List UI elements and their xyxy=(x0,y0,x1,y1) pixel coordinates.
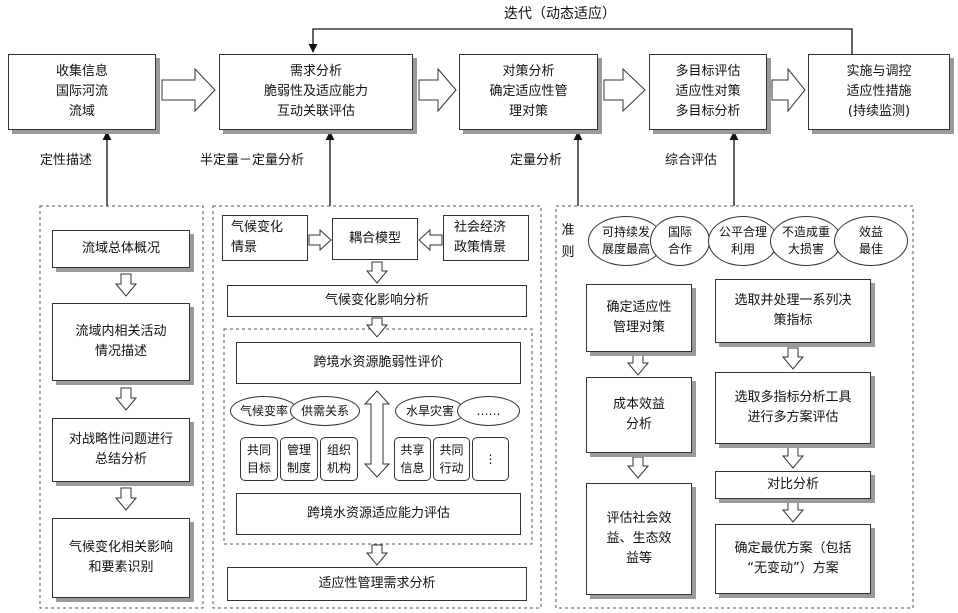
inner-group-frame xyxy=(223,328,533,545)
climate-factors-box: 气候变化相关影响 和要素识别 xyxy=(52,518,190,598)
socio-scenario-box: 社会经济 政策情景 xyxy=(443,215,529,261)
item-common-goal: 共同 目标 xyxy=(240,437,278,481)
criterion-no-harm: 不造成重 大损害 xyxy=(770,216,842,266)
strategic-issues-box: 对战略性问题进行 总结分析 xyxy=(52,418,190,482)
item-joint-action: 共同 行动 xyxy=(433,437,470,481)
implementation-box: 实施与调控 适应性措施 (持续监测) xyxy=(808,54,950,130)
management-demand-box: 适应性管理需求分析 xyxy=(227,567,527,601)
down-arrow-l1 xyxy=(114,273,138,297)
item-shared-info: 共享 信息 xyxy=(394,437,431,481)
block-arrow-1 xyxy=(161,67,216,113)
coupling-model-box: 耦合模型 xyxy=(332,218,418,260)
demand-analysis-box: 需求分析 脆弱性及适应能力 互动关联评估 xyxy=(219,54,413,130)
cost-benefit-box: 成本效益 分析 xyxy=(586,377,692,453)
down-arrows xyxy=(114,261,805,566)
collect-info-box: 收集信息 国际河流 流域 xyxy=(8,54,156,130)
down-arrow-r4 xyxy=(781,446,805,469)
block-arrows-top xyxy=(161,67,806,113)
down-arrow-r5 xyxy=(781,500,805,523)
side-arrows xyxy=(308,228,443,252)
social-eco-benefit-box: 评估社会效 益、生态效 益等 xyxy=(586,483,692,595)
multi-criteria-tool-box: 选取多指标分析工具 进行多方案评估 xyxy=(715,372,871,444)
qualitative-label: 定性描述 xyxy=(40,153,93,168)
compare-analysis-box: 对比分析 xyxy=(715,471,871,499)
determine-strategy-box: 确定适应性 管理对策 xyxy=(586,284,692,352)
climate-scenario-box: 气候变化 情景 xyxy=(222,215,308,261)
block-arrow-4 xyxy=(771,67,806,113)
iteration-label: 迭代（动态适应） xyxy=(504,6,616,22)
criterion-cooperation: 国际 合作 xyxy=(650,216,710,266)
vulnerability-box: 跨境水资源脆弱性评价 xyxy=(236,342,521,384)
quantitative-label: 定量分析 xyxy=(510,153,563,168)
iteration-arrow xyxy=(308,28,853,54)
middle-group-frame xyxy=(212,205,542,609)
semi-quantitative-label: 半定量－定量分析 xyxy=(200,153,305,168)
criterion-fair-use: 公平合理 利用 xyxy=(708,216,778,266)
ellipse-supply-demand: 供需关系 xyxy=(290,396,360,426)
item-vertical-ellipsis: ⋮ xyxy=(472,437,509,481)
left-arrow-socio xyxy=(418,228,443,252)
down-arrow-m3 xyxy=(365,544,389,566)
select-indicators-box: 选取并处理一系列决 策指标 xyxy=(715,279,871,343)
ellipse-flood-drought: 水旱灾害 xyxy=(395,396,465,426)
down-arrow-m1 xyxy=(365,261,389,284)
multi-objective-box: 多目标评估 适应性对策 多目标分析 xyxy=(649,54,767,130)
strategy-analysis-box: 对策分析 确定适应性管 理对策 xyxy=(459,54,598,130)
ellipse-climate-variability: 气候变率 xyxy=(230,396,298,426)
basin-activities-box: 流域内相关活动 情况描述 xyxy=(52,303,190,381)
basin-overview-box: 流域总体概况 xyxy=(52,230,190,268)
right-arrow-climate xyxy=(308,228,332,252)
criteria-label: 准 则 xyxy=(561,223,575,260)
block-arrow-3 xyxy=(603,67,646,113)
down-arrow-r1 xyxy=(626,353,650,376)
down-arrow-l2 xyxy=(114,387,138,411)
optimal-plan-box: 确定最优方案（包括 “无变动”）方案 xyxy=(715,524,871,594)
down-arrow-m2 xyxy=(365,317,389,338)
down-arrow-r3 xyxy=(781,347,805,370)
right-group-frame xyxy=(555,205,914,609)
down-arrow-l3 xyxy=(114,487,138,511)
criterion-best-benefit: 效益 最佳 xyxy=(834,216,908,266)
item-management-system: 管理 制度 xyxy=(280,437,318,481)
item-organization: 组织 机构 xyxy=(320,437,358,481)
double-arrow xyxy=(363,390,391,478)
block-arrow-2 xyxy=(418,67,457,113)
comprehensive-label: 综合评估 xyxy=(665,153,718,168)
adaptive-capacity-box: 跨境水资源适应能力评估 xyxy=(236,493,521,535)
impact-analysis-box: 气候变化影响分析 xyxy=(227,285,527,317)
down-arrow-r2 xyxy=(626,456,650,479)
ellipse-ellipsis: …… xyxy=(457,396,520,426)
